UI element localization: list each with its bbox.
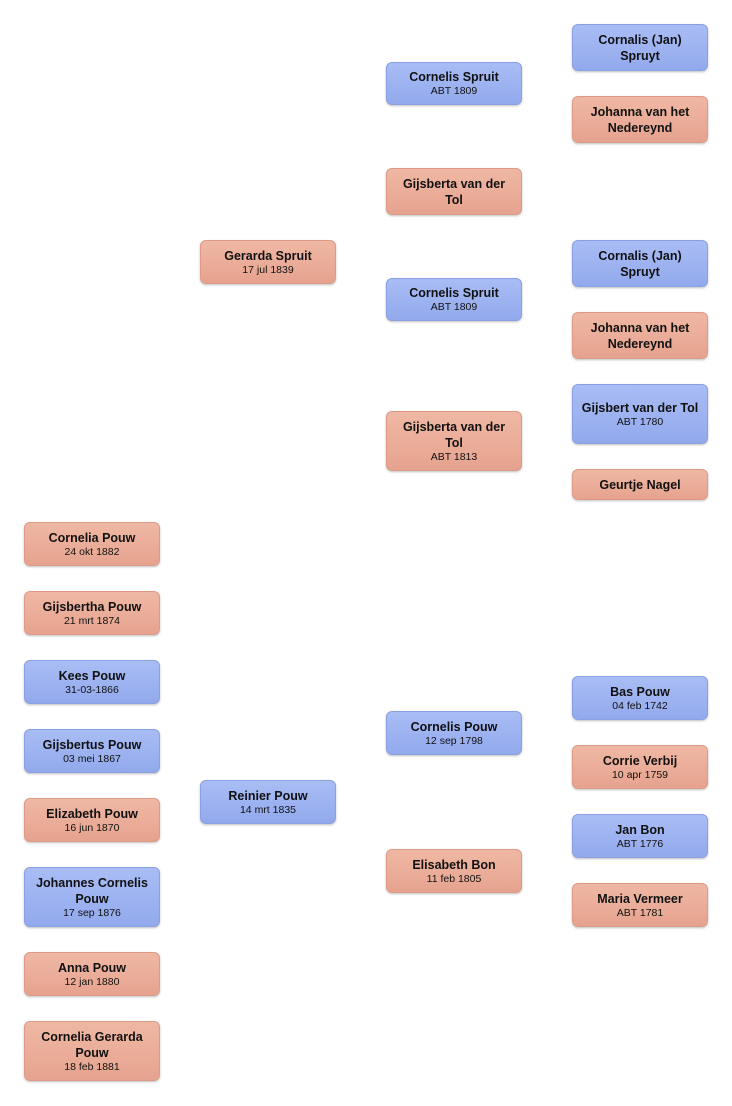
person-card[interactable]: Gerarda Spruit 17 jul 1839 bbox=[200, 240, 336, 284]
person-name: Maria Vermeer bbox=[597, 891, 683, 906]
person-card[interactable]: Cornelia Gerarda Pouw 18 feb 1881 bbox=[24, 1021, 160, 1081]
person-name: Elizabeth Pouw bbox=[46, 806, 138, 821]
person-date: 18 feb 1881 bbox=[64, 1060, 120, 1073]
person-card[interactable]: Gijsberta van der Tol bbox=[386, 168, 522, 215]
person-card[interactable]: Johanna van het Nedereynd bbox=[572, 312, 708, 359]
person-name: Reinier Pouw bbox=[228, 788, 308, 803]
person-date: 17 sep 1876 bbox=[63, 906, 121, 919]
person-date: 17 jul 1839 bbox=[242, 263, 294, 276]
person-card[interactable]: Cornelia Pouw 24 okt 1882 bbox=[24, 522, 160, 566]
person-date: 10 apr 1759 bbox=[611, 768, 669, 781]
person-card[interactable]: Geurtje Nagel bbox=[572, 469, 708, 500]
person-date: ABT 1776 bbox=[616, 837, 664, 850]
person-name: Cornelia Gerarda Pouw bbox=[41, 1029, 143, 1060]
person-date: 12 jan 1880 bbox=[64, 975, 120, 988]
person-date: ABT 1809 bbox=[430, 301, 478, 313]
person-name: Corrie Verbij bbox=[602, 753, 678, 768]
person-name: Gijsberta van der Tol bbox=[402, 419, 506, 450]
person-card[interactable]: Kees Pouw 31-03-1866 bbox=[24, 660, 160, 704]
person-card[interactable]: Gijsbert van der Tol ABT 1780 bbox=[572, 384, 708, 444]
person-date: ABT 1781 bbox=[616, 906, 664, 919]
person-date: ABT 1813 bbox=[430, 450, 478, 463]
person-card[interactable]: Elisabeth Bon 11 feb 1805 bbox=[386, 849, 522, 893]
person-name: Johannes Cornelis Pouw bbox=[36, 875, 148, 906]
person-card[interactable]: Elizabeth Pouw 16 jun 1870 bbox=[24, 798, 160, 842]
person-card[interactable]: Johanna van het Nedereynd bbox=[572, 96, 708, 143]
person-name: Kees Pouw bbox=[58, 668, 126, 683]
person-card[interactable]: Bas Pouw 04 feb 1742 bbox=[572, 676, 708, 720]
person-card[interactable]: Johannes Cornelis Pouw 17 sep 1876 bbox=[24, 867, 160, 927]
person-date: ABT 1780 bbox=[616, 415, 664, 428]
person-date: 11 feb 1805 bbox=[426, 872, 482, 885]
person-card[interactable]: Gijsberta van der Tol ABT 1813 bbox=[386, 411, 522, 471]
person-name: Cornelis Spruit bbox=[409, 70, 499, 84]
person-name: Elisabeth Bon bbox=[412, 857, 496, 872]
person-card[interactable]: Gijsbertha Pouw 21 mrt 1874 bbox=[24, 591, 160, 635]
person-card[interactable]: Anna Pouw 12 jan 1880 bbox=[24, 952, 160, 996]
person-date: 21 mrt 1874 bbox=[63, 614, 121, 627]
person-name: Gerarda Spruit bbox=[224, 248, 312, 263]
person-date: 31-03-1866 bbox=[65, 683, 119, 696]
person-date: 04 feb 1742 bbox=[612, 699, 668, 712]
person-card[interactable]: Cornelis Pouw 12 sep 1798 bbox=[386, 711, 522, 755]
person-card[interactable]: Cornalis (Jan) Spruyt bbox=[572, 24, 708, 71]
person-card[interactable]: Cornelis Spruit ABT 1809 bbox=[386, 62, 522, 105]
person-card[interactable]: Jan Bon ABT 1776 bbox=[572, 814, 708, 858]
person-name: Geurtje Nagel bbox=[599, 477, 681, 492]
person-card[interactable]: Cornelis Spruit ABT 1809 bbox=[386, 278, 522, 321]
person-date: 03 mei 1867 bbox=[63, 752, 121, 765]
person-name: Cornelia Pouw bbox=[48, 530, 136, 545]
person-date: 16 jun 1870 bbox=[64, 821, 120, 834]
person-name: Anna Pouw bbox=[57, 960, 127, 975]
person-card[interactable]: Reinier Pouw 14 mrt 1835 bbox=[200, 780, 336, 824]
person-card[interactable]: Gijsbertus Pouw 03 mei 1867 bbox=[24, 729, 160, 773]
person-name: Gijsbertus Pouw bbox=[42, 737, 142, 752]
person-name: Bas Pouw bbox=[610, 684, 670, 699]
person-date: 24 okt 1882 bbox=[64, 545, 120, 558]
person-name: Cornelis Spruit bbox=[409, 286, 499, 300]
person-date: ABT 1809 bbox=[430, 85, 478, 97]
person-date: 14 mrt 1835 bbox=[239, 803, 297, 816]
person-card[interactable]: Cornalis (Jan) Spruyt bbox=[572, 240, 708, 287]
person-name: Gijsbertha Pouw bbox=[42, 599, 142, 614]
person-card[interactable]: Maria Vermeer ABT 1781 bbox=[572, 883, 708, 927]
person-name: Gijsbert van der Tol bbox=[581, 400, 699, 415]
person-name: Johanna van het Nedereynd bbox=[590, 320, 690, 351]
person-date: 12 sep 1798 bbox=[425, 734, 483, 747]
person-name: Cornalis (Jan) Spruyt bbox=[598, 32, 682, 63]
person-name: Cornelis Pouw bbox=[410, 719, 498, 734]
person-name: Gijsberta van der Tol bbox=[402, 176, 506, 207]
person-name: Cornalis (Jan) Spruyt bbox=[598, 248, 682, 279]
person-name: Jan Bon bbox=[615, 822, 665, 837]
person-card[interactable]: Corrie Verbij 10 apr 1759 bbox=[572, 745, 708, 789]
person-name: Johanna van het Nedereynd bbox=[590, 104, 690, 135]
